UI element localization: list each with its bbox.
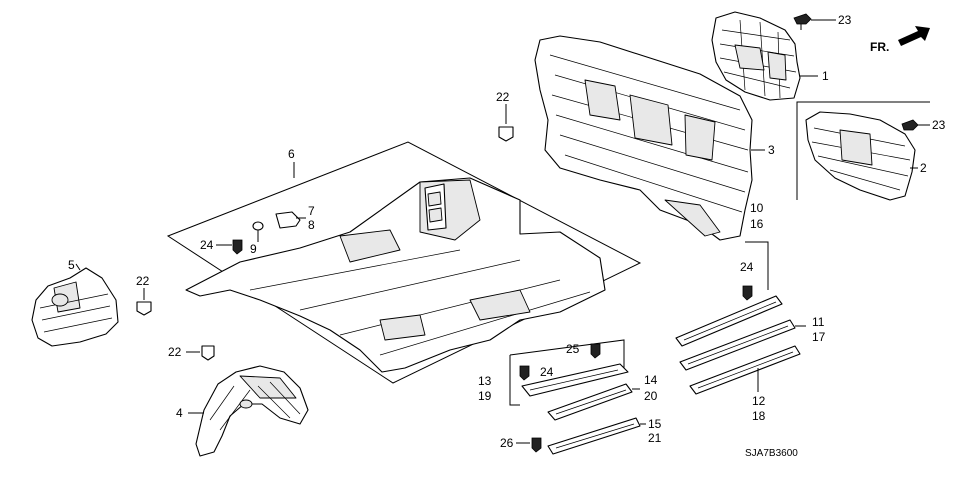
clip-24-front bbox=[519, 365, 530, 381]
callout-22-left: 22 bbox=[136, 274, 150, 288]
callout-15: 15 bbox=[648, 417, 662, 431]
callout-10: 10 bbox=[750, 201, 764, 215]
callout-2: 2 bbox=[920, 161, 927, 175]
direction-arrow-icon bbox=[898, 26, 930, 46]
part-7-carpet-hook bbox=[275, 211, 301, 229]
callout-21: 21 bbox=[648, 431, 662, 445]
callout-3: 3 bbox=[768, 143, 775, 157]
part-15-front-sill-garnish bbox=[547, 417, 641, 455]
callout-9: 9 bbox=[250, 242, 257, 256]
part-2-dashboard-insulator-side bbox=[805, 111, 916, 201]
callout-13: 13 bbox=[478, 374, 492, 388]
part-12-side-sill-trim bbox=[689, 345, 801, 395]
clip-25 bbox=[590, 343, 601, 359]
callout-16: 16 bbox=[750, 217, 764, 231]
callout-5: 5 bbox=[68, 258, 75, 272]
part-5-side-insulator bbox=[31, 267, 119, 347]
clip-26 bbox=[531, 437, 542, 453]
part-10-side-sill-garnish bbox=[675, 295, 783, 347]
callout-19: 19 bbox=[478, 389, 492, 403]
direction-label: FR. bbox=[870, 40, 889, 54]
callout-14: 14 bbox=[644, 373, 658, 387]
clip-22-lower bbox=[201, 345, 215, 361]
clip-22-left bbox=[136, 301, 152, 316]
callout-17: 17 bbox=[812, 330, 826, 344]
part-13-scuff-garnish bbox=[521, 363, 629, 397]
part-9-grommet bbox=[252, 221, 264, 231]
callout-25: 25 bbox=[566, 342, 580, 356]
part-11-side-kick-plate bbox=[679, 319, 796, 371]
part-14-front-kick-plate bbox=[547, 383, 633, 421]
callout-23-lower: 23 bbox=[932, 118, 946, 132]
callout-8: 8 bbox=[308, 218, 315, 232]
callout-20: 20 bbox=[644, 389, 658, 403]
callout-24-carpet: 24 bbox=[200, 238, 214, 252]
part-1-dashboard-insulator bbox=[711, 11, 801, 101]
callout-1: 1 bbox=[822, 69, 829, 83]
clip-24-carpet bbox=[232, 239, 243, 255]
callout-26: 26 bbox=[500, 436, 514, 450]
clip-22-top bbox=[498, 126, 514, 142]
callout-6: 6 bbox=[288, 147, 295, 161]
part-3-dashboard-lower-insulator bbox=[534, 35, 753, 241]
front-direction-indicator: FR. bbox=[870, 26, 930, 54]
clip-23-lower bbox=[901, 119, 919, 131]
clip-24-sill bbox=[742, 285, 753, 301]
diagram-code: SJA7B3600 bbox=[745, 448, 798, 459]
callout-24-front: 24 bbox=[540, 365, 554, 379]
callout-12: 12 bbox=[752, 394, 766, 408]
callout-11: 11 bbox=[812, 315, 825, 329]
callout-22-lower: 22 bbox=[168, 345, 182, 359]
callout-18: 18 bbox=[752, 409, 766, 423]
callout-23-upper: 23 bbox=[838, 13, 852, 27]
callout-24-sill: 24 bbox=[740, 260, 754, 274]
callout-22-top: 22 bbox=[496, 90, 510, 104]
part-4-wheelhouse-insulator bbox=[195, 365, 309, 457]
callout-4: 4 bbox=[176, 406, 183, 420]
clip-23-upper bbox=[793, 13, 812, 30]
callout-7: 7 bbox=[308, 204, 315, 218]
part-6-floor-carpet bbox=[166, 141, 642, 384]
